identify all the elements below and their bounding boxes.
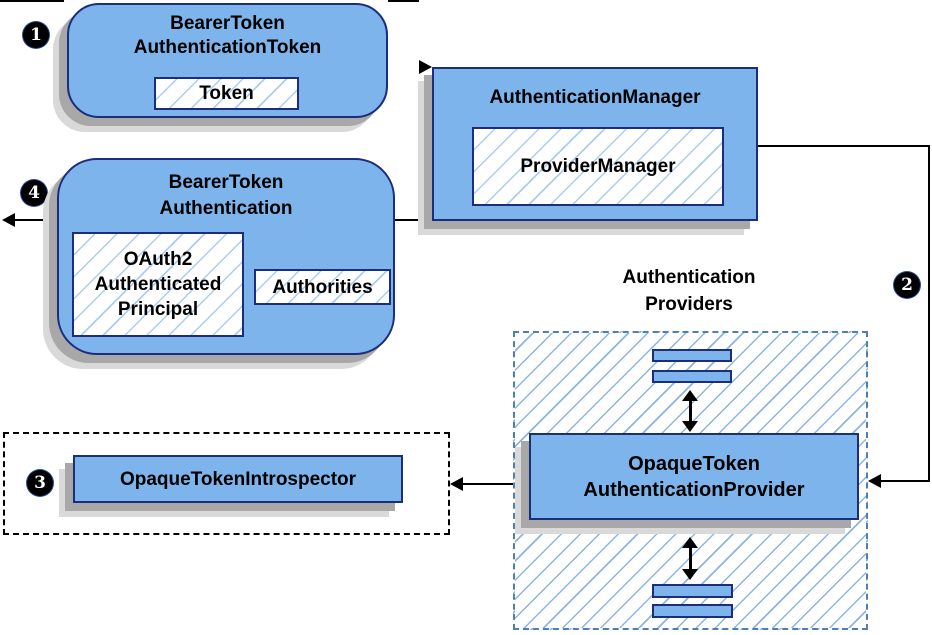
double-arrow-bottom-down-icon [682, 569, 698, 580]
bearer-token-authentication-node: BearerToken Authentication OAuth2 Authen… [57, 158, 395, 355]
authentication-manager-title: AuthenticationManager [489, 87, 701, 108]
bearer-token-authentication-title: BearerToken Authentication [59, 170, 393, 222]
oauth2-authenticated-principal-chip: OAuth2 Authenticated Principal [72, 232, 244, 337]
principal-line-1: OAuth2 [123, 249, 193, 270]
principal-line-3: Principal [117, 299, 199, 320]
heading-line-2: Providers [645, 294, 733, 315]
provider-placeholder-bar [652, 604, 733, 618]
authentication-manager-node: AuthenticationManager ProviderManager [432, 67, 758, 221]
authorities-chip: Authorities [254, 269, 391, 305]
authorities-label: Authorities [272, 276, 373, 298]
bearer-token-authentication-token-title: BearerToken AuthenticationToken [69, 12, 386, 60]
opaque-token-authentication-provider-node: OpaqueToken AuthenticationProvider [529, 433, 859, 520]
arrowhead-response-out-icon [2, 213, 15, 227]
opaque-token-introspector-node: OpaqueTokenIntrospector [73, 455, 403, 503]
provider-placeholder-bar [652, 349, 732, 362]
double-arrow-top-shaft [689, 399, 692, 425]
connector-token-to-manager [388, 0, 419, 2]
step-3-number: 3 [34, 473, 46, 493]
double-arrow-bottom-shaft [689, 546, 692, 571]
token-chip-label: Token [199, 83, 254, 104]
connector-manager-right [758, 145, 930, 147]
arrowhead-into-authentication-manager-icon [419, 60, 432, 74]
double-arrow-top-down-icon [682, 421, 698, 432]
step-1-badge: 1 [23, 22, 49, 48]
provider-manager-chip: ProviderManager [472, 127, 724, 206]
authentication-providers-heading: Authentication Providers [560, 264, 818, 318]
provider-placeholder-bar [652, 370, 732, 383]
opaque-token-introspector-container [3, 432, 450, 535]
step-4-badge: 4 [21, 180, 47, 206]
connector-bearer-auth-out [15, 219, 57, 221]
step-3-badge: 3 [27, 470, 53, 496]
token-chip: Token [154, 77, 299, 110]
bearer-token-authentication-token-node: BearerToken AuthenticationToken Token [67, 3, 388, 118]
double-arrow-top-up-icon [682, 390, 698, 401]
arrowhead-into-introspector-icon [450, 477, 463, 491]
connector-right-vertical [928, 145, 930, 482]
connector-manager-to-bearer-auth [395, 219, 432, 221]
title-line-1: BearerToken [170, 13, 285, 34]
step-4-number: 4 [28, 183, 40, 203]
principal-line-2: Authenticated [94, 274, 222, 295]
connector-into-provider [881, 480, 930, 482]
step-2-badge: 2 [894, 272, 920, 298]
heading-line-1: Authentication [622, 267, 756, 288]
arrowhead-into-provider-icon [868, 474, 881, 488]
connector-provider-to-introspector [463, 483, 529, 485]
opaque-token-introspector-label: OpaqueTokenIntrospector [119, 468, 357, 490]
step-1-number: 1 [30, 25, 42, 45]
title-line-2: Authentication [159, 198, 293, 219]
connector-request-in [0, 0, 64, 2]
provider-line-1: OpaqueToken [628, 452, 760, 475]
title-line-1: BearerToken [168, 172, 284, 193]
title-line-2: AuthenticationToken [133, 37, 322, 58]
provider-placeholder-bar [652, 584, 733, 598]
provider-line-2: AuthenticationProvider [583, 478, 805, 501]
provider-manager-label: ProviderManager [520, 156, 676, 177]
double-arrow-bottom-up-icon [682, 537, 698, 548]
step-2-number: 2 [901, 275, 913, 295]
